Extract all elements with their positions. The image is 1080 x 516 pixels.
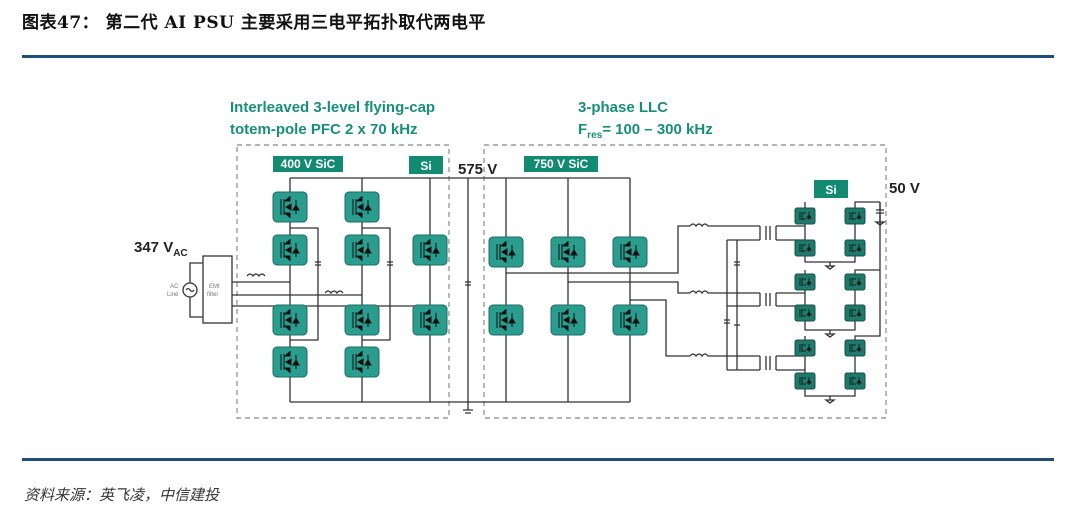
svg-text:filter: filter <box>207 292 218 298</box>
llc-title-line2: Fres= 100 – 300 kHz <box>578 121 713 141</box>
bus-voltage-label: 575 V <box>458 161 497 178</box>
bottom-divider <box>22 458 1054 461</box>
emi-filter-block <box>202 255 233 324</box>
top-divider <box>22 55 1054 58</box>
svg-text:EMI: EMI <box>209 284 220 290</box>
svg-text:Line: Line <box>167 292 179 298</box>
llc-title-line1: 3-phase LLC <box>578 99 668 116</box>
pfc-title-line1: Interleaved 3-level flying-cap <box>230 99 435 116</box>
pfc-switches <box>272 191 448 378</box>
svg-text:AC: AC <box>170 284 179 290</box>
transformers <box>759 226 777 370</box>
badge-400v-sic <box>273 156 343 172</box>
badge-pfc-si <box>409 156 443 174</box>
llc-stage-box <box>483 144 887 419</box>
figure-title: 图表47： 第二代 AI PSU 主要采用三电平拓扑取代两电平 <box>22 13 486 33</box>
svg-text:400 V SiC: 400 V SiC <box>281 157 336 171</box>
output-voltage-label: 50 V <box>889 180 920 197</box>
svg-text:Si: Si <box>825 183 836 197</box>
source-note: 资料来源：英飞凌，中信建投 <box>24 486 220 504</box>
input-voltage-label: 347 VAC <box>134 239 188 259</box>
svg-text:750 V SiC: 750 V SiC <box>534 157 589 171</box>
badge-750v-sic <box>524 156 598 172</box>
svg-text:Si: Si <box>420 159 431 173</box>
badge-llc-si <box>814 180 848 198</box>
pfc-title-line2: totem-pole PFC 2 x 70 kHz <box>230 121 418 138</box>
